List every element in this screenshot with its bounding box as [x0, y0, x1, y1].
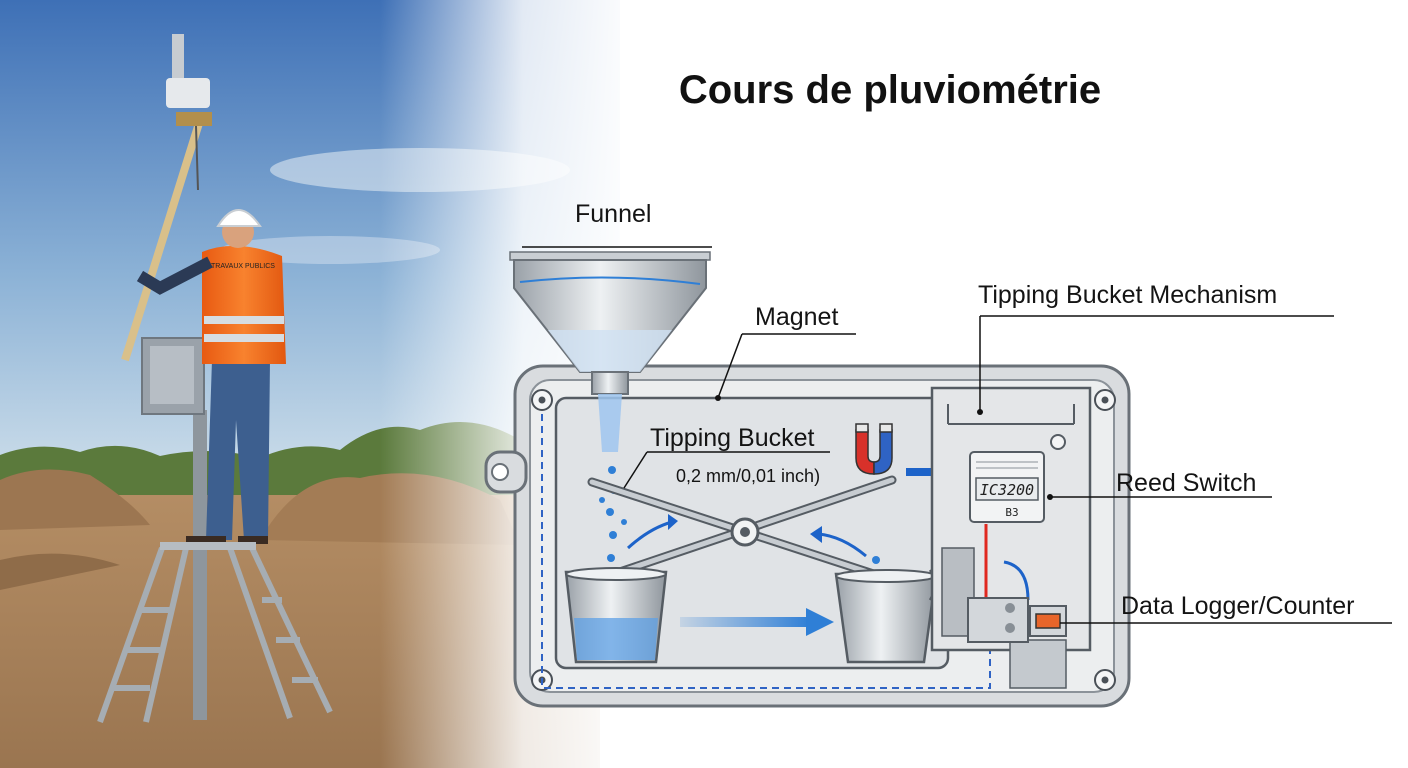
tipping-bucket-lever: [587, 475, 903, 587]
leader-dot: [715, 395, 721, 401]
screw: [531, 389, 553, 411]
stepladder: [97, 542, 333, 724]
screw: [1094, 669, 1116, 691]
screw: [1094, 389, 1116, 411]
label-tipping-bucket-mechanism: Tipping Bucket Mechanism: [978, 281, 1278, 309]
dirt-mound: [0, 469, 150, 530]
wire-blue: [1003, 560, 1030, 601]
label-reed-switch: Reed Switch: [1116, 469, 1257, 497]
mounting-ear: [484, 450, 528, 494]
vest-text: TRAVAUX PUBLICS: [211, 263, 275, 270]
arrow-head: [668, 514, 678, 530]
rain-gauge-mast: [121, 34, 212, 720]
magnet: [855, 423, 893, 475]
label-tipping-bucket: Tipping Bucket: [650, 424, 815, 452]
signal-cable: [541, 414, 991, 689]
leader-dot: [977, 409, 983, 415]
leader-dot: [1047, 494, 1053, 500]
dirt-mound: [0, 553, 120, 590]
worker: TRAVAUX PUBLICS: [136, 209, 286, 544]
field-photo: TRAVAUX PUBLICS: [0, 0, 640, 768]
arrow-head: [810, 526, 822, 543]
tilt-arrow-right: [817, 532, 867, 558]
terminal-block: [967, 597, 1029, 643]
logger-display: IC3200 B3: [969, 451, 1045, 523]
data-logger-connector: [1029, 605, 1067, 637]
label-funnel: Funnel: [575, 200, 652, 228]
label-data-logger: Data Logger/Counter: [1121, 592, 1355, 620]
bucket-left: [564, 567, 668, 664]
funnel: [509, 251, 711, 452]
rain-gauge-diagram: IC3200 B3: [484, 246, 1392, 708]
bucket-right: [834, 569, 938, 664]
page-title: Cours de pluviométrie: [678, 68, 1102, 112]
leader-lines: [522, 246, 1392, 624]
label-magnet: Magnet: [755, 303, 839, 331]
display-reading: IC3200: [980, 481, 1034, 499]
flow-arrow: [680, 608, 834, 636]
label-resolution: 0,2 mm/0,01 inch): [676, 466, 821, 486]
display-secondary: B3: [1005, 506, 1018, 519]
